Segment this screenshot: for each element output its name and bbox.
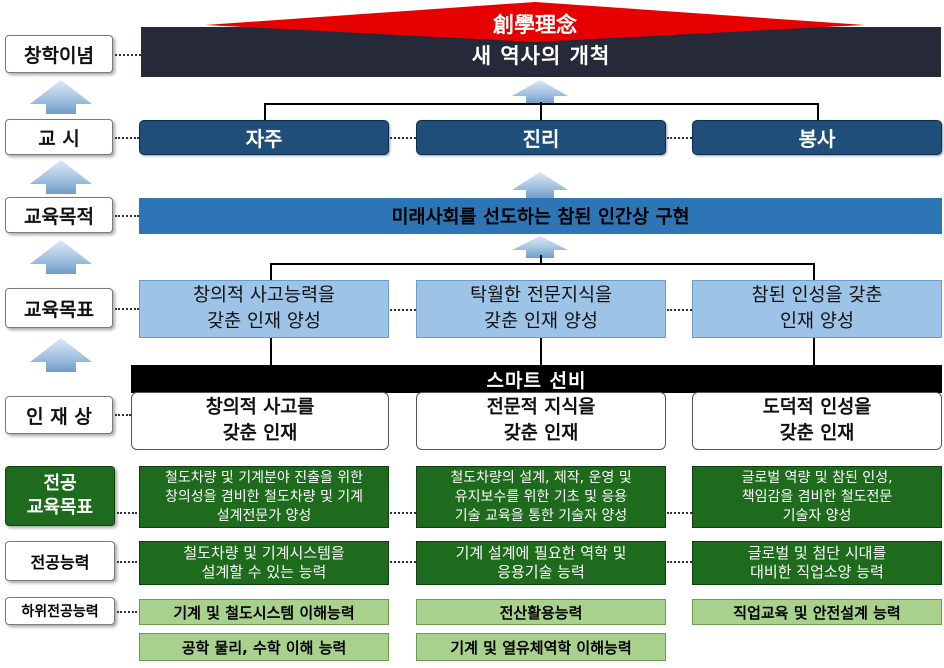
dotted-connector: [117, 512, 137, 514]
label-founding-idea: 창학이념: [5, 35, 113, 73]
label-sub-ability: 하위전공능력: [5, 597, 115, 625]
label-talent: 인 재 상: [5, 396, 113, 434]
dotted-connector: [115, 54, 141, 56]
motto-box-service: 봉사: [692, 120, 942, 155]
dotted-connector: [667, 137, 692, 139]
edu-purpose-text: 미래사회를 선도하는 참된 인간상 구현: [391, 207, 690, 228]
sub-ability-box: 직업교육 및 안전설계 능력: [692, 599, 942, 625]
up-arrow-icon: [512, 172, 568, 198]
founding-title: 創學理念: [493, 13, 577, 37]
dotted-connector: [115, 137, 139, 139]
label-motto: 교 시: [5, 119, 113, 155]
talent-box-creative: 창의적 사고를 갖춘 인재: [131, 392, 389, 450]
sub-ability-box: 공학 물리, 수학 이해 능력: [139, 633, 389, 661]
smart-seonbi-bar: 스마트 선비: [131, 365, 942, 393]
founding-red-banner: [205, 2, 865, 42]
up-arrow-icon: [30, 160, 92, 194]
talent-box-character: 도덕적 인성을 갖춘 인재: [692, 392, 942, 450]
dotted-connector: [117, 561, 137, 563]
goal-box-character: 참된 인성을 갖춘 인재 양성: [692, 280, 942, 338]
motto-box-autonomy: 자주: [139, 120, 389, 155]
label-edu-purpose: 교육목적: [5, 197, 113, 233]
major-ability-box-3: 글로벌 및 첨단 시대를 대비한 직업소양 능력: [692, 541, 942, 585]
dotted-connector: [390, 137, 416, 139]
goal-box-expertise: 탁월한 전문지식을 갖춘 인재 양성: [416, 280, 666, 338]
dotted-connector: [390, 561, 416, 563]
connector-line: [264, 103, 266, 121]
dotted-connector: [117, 611, 137, 613]
dotted-connector: [390, 512, 416, 514]
up-arrow-icon: [512, 80, 568, 104]
connector-line: [270, 263, 272, 281]
dotted-connector: [115, 414, 131, 416]
sub-ability-box: 기계 및 철도시스템 이해능력: [139, 599, 389, 625]
dotted-connector: [115, 215, 139, 217]
major-ability-box-2: 기계 설계에 필요한 역학 및 응용기술 능력: [416, 541, 666, 585]
up-arrow-icon: [30, 338, 92, 372]
up-arrow-icon: [512, 236, 568, 258]
talent-box-expertise: 전문적 지식을 갖춘 인재: [416, 392, 666, 450]
up-arrow-icon: [30, 240, 92, 274]
founding-slogan: 새 역사의 개척: [471, 44, 611, 68]
smart-seonbi-text: 스마트 선비: [486, 369, 587, 392]
up-arrow-icon: [30, 80, 92, 114]
connector-line: [264, 103, 818, 105]
connector-line: [540, 102, 542, 122]
dotted-connector: [667, 512, 692, 514]
dotted-connector: [390, 309, 416, 311]
label-major-ability: 전공능력: [5, 541, 115, 581]
major-goal-box-3: 글로벌 역량 및 참된 인성, 책임감을 겸비한 철도전문 기술자 양성: [692, 466, 942, 528]
sub-ability-box: 전산활용능력: [416, 599, 666, 625]
motto-box-truth: 진리: [416, 120, 666, 155]
major-ability-box-1: 철도차량 및 기계시스템을 설계할 수 있는 능력: [139, 541, 389, 585]
dotted-connector: [667, 561, 692, 563]
major-goal-box-2: 철도차량의 설계, 제작, 운영 및 유지보수를 위한 기초 및 응용 기술 교…: [416, 466, 666, 528]
sub-ability-box: 기계 및 열유체역학 이해능력: [416, 633, 666, 661]
connector-line: [540, 255, 542, 265]
label-edu-goal: 교육목표: [5, 288, 113, 328]
label-major-goal: 전공 교육목표: [5, 466, 115, 526]
connector-line: [817, 103, 819, 121]
dotted-connector: [115, 308, 139, 310]
dotted-connector: [667, 309, 692, 311]
connector-line: [813, 263, 815, 281]
edu-purpose-bar: 미래사회를 선도하는 참된 인간상 구현: [139, 198, 942, 234]
connector-line: [270, 263, 815, 265]
goal-box-creative: 창의적 사고능력을 갖춘 인재 양성: [139, 280, 389, 338]
major-goal-box-1: 철도차량 및 기계분야 진출을 위한 창의성을 겸비한 철도차량 및 기계 설계…: [139, 466, 389, 528]
